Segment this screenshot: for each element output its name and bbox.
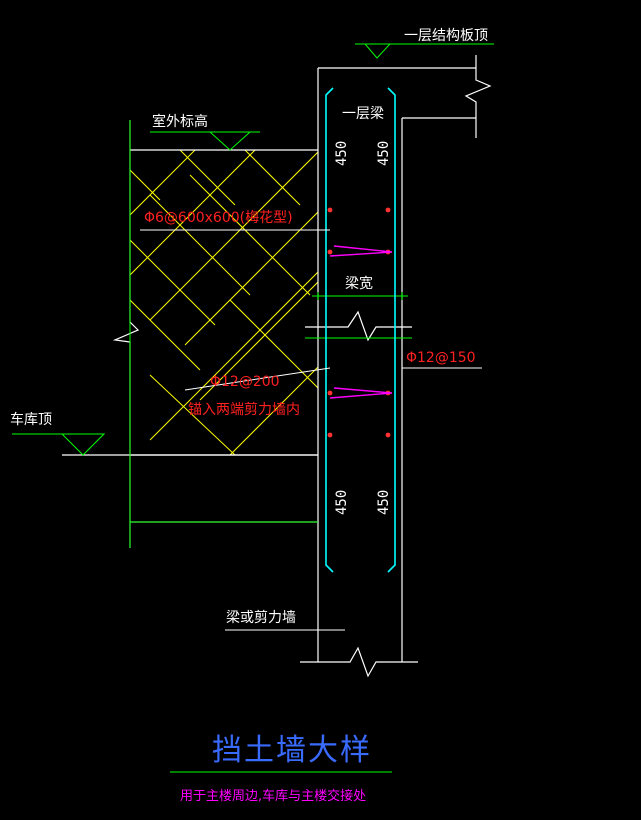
dimension-bottom-left: 450 [334,490,350,515]
dimension-bottom-right: 450 [376,490,392,515]
garage-top-label: 车库顶 [10,411,52,428]
leader-lines [140,229,482,631]
drawing-subtitle: 用于主楼周边,车库与主楼交接处 [180,788,366,804]
soil-hatch [130,150,318,455]
dimension-top-left: 450 [334,141,350,166]
beam-or-shear-wall-label: 梁或剪力墙 [226,610,296,626]
tie-bars [329,245,393,399]
beam-width-label: 梁宽 [345,275,373,292]
outdoor-grade-label: 室外标高 [152,113,208,130]
drawing-title: 挡土墙大样 [212,733,372,768]
anchor-note-label: 锚入两端剪力墙内 [188,402,300,418]
rebar-vertical-label: Φ12@150 [406,350,476,366]
rebar-tie-label: Φ6@600x600(梅花型) [144,210,293,226]
floor1-slab-top-label: 一层结构板顶 [404,28,488,44]
rebar-horizontal-label: Φ12@200 [210,374,280,390]
rebar-dots [327,207,391,438]
rebar-cage [325,87,396,573]
floor1-beam-label: 一层梁 [342,106,384,122]
dimension-top-right: 450 [376,141,392,166]
green-reference-lines [12,43,494,548]
